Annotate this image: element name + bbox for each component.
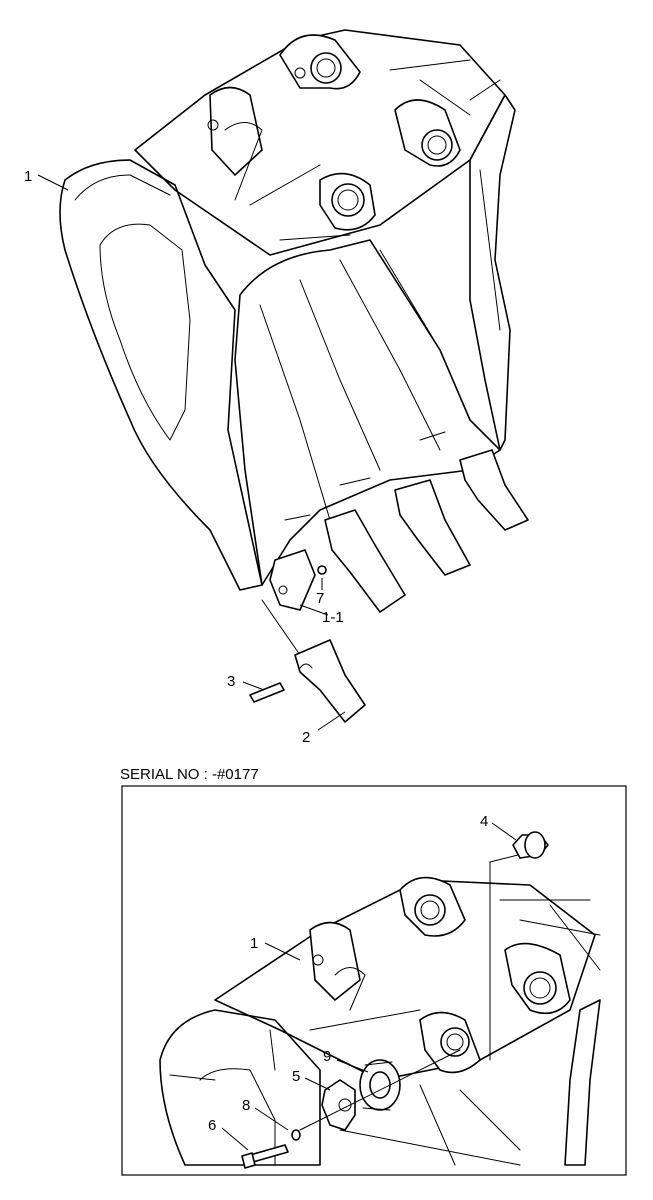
inset-callout-9: 9: [323, 1048, 331, 1065]
inset-callout-1: 1: [250, 935, 258, 952]
callout-1: 1: [24, 168, 32, 185]
callout-3: 3: [227, 673, 235, 690]
callout-7: 7: [316, 590, 324, 607]
callout-1-1: 1-1: [322, 609, 344, 626]
tooth-exploded-drawing: [249, 599, 366, 723]
bucket-teeth: [269, 431, 529, 613]
bucket-assembly-drawing: [59, 29, 529, 613]
inset-callout-8: 8: [242, 1097, 250, 1114]
inset-detail: 1 4 9 5 8 6: [121, 785, 627, 1176]
serial-note: SERIAL NO : -#0177: [120, 766, 259, 783]
inset-callout-5: 5: [292, 1068, 300, 1085]
inset-callout-6: 6: [208, 1117, 216, 1134]
inset-callout-4: 4: [480, 813, 488, 830]
callout-2: 2: [302, 729, 310, 746]
